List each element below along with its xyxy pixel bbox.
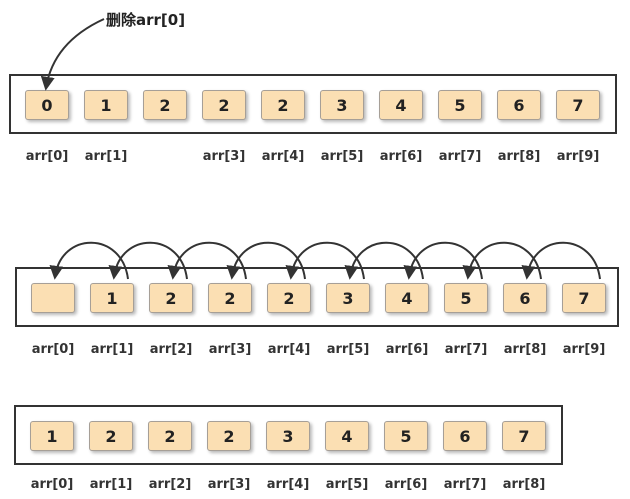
array-cell: 1: [84, 90, 128, 120]
shift-arrow: [167, 241, 247, 280]
index-label: arr[6]: [385, 342, 429, 357]
array-cell: 3: [320, 90, 364, 120]
index-label: arr[7]: [438, 149, 482, 164]
array-cell: 6: [497, 90, 541, 120]
array-cell: 3: [326, 283, 370, 313]
array-cell: 7: [502, 421, 546, 451]
shift-arrow: [521, 241, 601, 280]
index-label: arr[7]: [444, 342, 488, 357]
array-cell: 2: [148, 421, 192, 451]
index-label: arr[0]: [30, 477, 74, 492]
array-cell: 1: [90, 283, 134, 313]
array-cell: 5: [444, 283, 488, 313]
index-label: arr[9]: [562, 342, 606, 357]
index-label: arr[7]: [443, 477, 487, 492]
array-cell: 7: [556, 90, 600, 120]
index-label: arr[3]: [208, 342, 252, 357]
shift-arrows: [49, 241, 601, 280]
index-label: arr[3]: [207, 477, 251, 492]
delete-annotation: 删除arr[0]: [106, 11, 186, 29]
shift-arrow: [403, 241, 483, 280]
array-cell: 0: [25, 90, 69, 120]
array-cell: 2: [143, 90, 187, 120]
array-cell: 4: [385, 283, 429, 313]
array-cell: 2: [149, 283, 193, 313]
array-cell: 2: [202, 90, 246, 120]
array-cell: 4: [379, 90, 423, 120]
index-label: arr[4]: [261, 149, 305, 164]
index-label: arr[8]: [497, 149, 541, 164]
array-cell: 2: [267, 283, 311, 313]
array-cell: 4: [325, 421, 369, 451]
array-cell: 7: [562, 283, 606, 313]
array-cell: 3: [266, 421, 310, 451]
array-cell: 2: [89, 421, 133, 451]
index-label: arr[4]: [267, 342, 311, 357]
index-label: arr[5]: [326, 342, 370, 357]
array-cell: 5: [438, 90, 482, 120]
shift-arrow: [462, 241, 542, 280]
index-label: arr[8]: [503, 342, 547, 357]
index-label: arr[2]: [149, 342, 193, 357]
shift-arrow: [108, 241, 188, 280]
array-cell: [31, 283, 75, 313]
array-cell: 5: [384, 421, 428, 451]
array-cell: 2: [207, 421, 251, 451]
index-label: arr[6]: [384, 477, 428, 492]
index-label: arr[3]: [202, 149, 246, 164]
index-label: arr[5]: [320, 149, 364, 164]
index-label: arr[4]: [266, 477, 310, 492]
index-label: arr[9]: [556, 149, 600, 164]
index-label: arr[2]: [148, 477, 192, 492]
index-label: arr[0]: [25, 149, 69, 164]
array-cell: 6: [503, 283, 547, 313]
index-label: arr[6]: [379, 149, 423, 164]
delete-pointer-arrow: [40, 18, 105, 91]
shift-arrow: [226, 241, 306, 280]
index-label: arr[1]: [84, 149, 128, 164]
index-label: arr[8]: [502, 477, 546, 492]
index-label: arr[0]: [31, 342, 75, 357]
shift-arrow: [344, 241, 424, 280]
array-cell: 2: [208, 283, 252, 313]
array-cell: 2: [261, 90, 305, 120]
shift-arrow: [49, 241, 129, 280]
array-cell: 6: [443, 421, 487, 451]
index-label: arr[1]: [89, 477, 133, 492]
index-label: arr[5]: [325, 477, 369, 492]
array-cell: 1: [30, 421, 74, 451]
index-label: arr[1]: [90, 342, 134, 357]
shift-arrow: [285, 241, 365, 280]
